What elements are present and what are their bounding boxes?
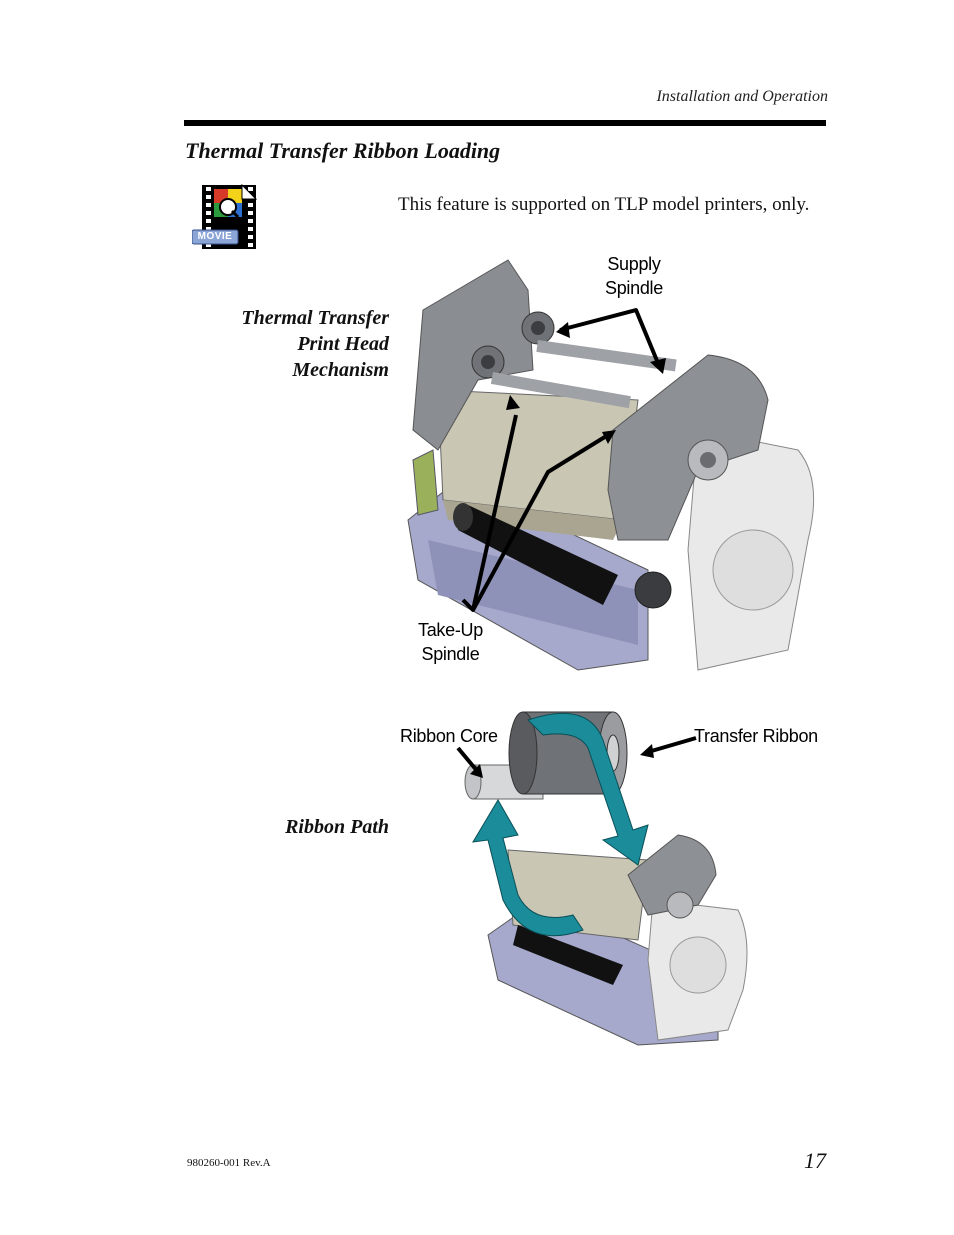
transfer-ribbon-callout: Transfer Ribbon <box>694 726 818 746</box>
mechanism-label-line: Mechanism <box>292 359 389 381</box>
intro-text: This feature is supported on TLP model p… <box>398 194 810 215</box>
header-rule <box>184 120 826 126</box>
ribbon-path-figure-label: Ribbon Path <box>285 816 389 838</box>
takeup-spindle-callout: Take-Up Spindle <box>418 618 483 666</box>
document-number: 980260-001 Rev.A <box>187 1157 271 1169</box>
section-title: Thermal Transfer Ribbon Loading <box>185 138 501 163</box>
page-number: 17 <box>804 1148 826 1173</box>
movie-label: MOVIE <box>197 231 233 242</box>
movie-film-icon[interactable]: MOVIE <box>191 183 258 253</box>
running-head: Installation and Operation <box>656 88 828 105</box>
callout-line: Supply <box>607 254 661 274</box>
ribbon-core-callout: Ribbon Core <box>400 726 498 746</box>
supply-spindle-callout: Supply Spindle <box>605 252 663 300</box>
print-head-mechanism-illustration <box>398 250 828 680</box>
mechanism-label-line: Print Head <box>297 333 389 355</box>
ribbon-path-illustration <box>398 700 828 1050</box>
callout-line: Spindle <box>421 644 480 664</box>
callout-line: Take-Up <box>418 620 483 640</box>
mechanism-figure-label: Thermal Transfer Print Head Mechanism <box>241 305 389 383</box>
callout-line: Spindle <box>605 278 663 298</box>
mechanism-label-line: Thermal Transfer <box>241 307 389 329</box>
